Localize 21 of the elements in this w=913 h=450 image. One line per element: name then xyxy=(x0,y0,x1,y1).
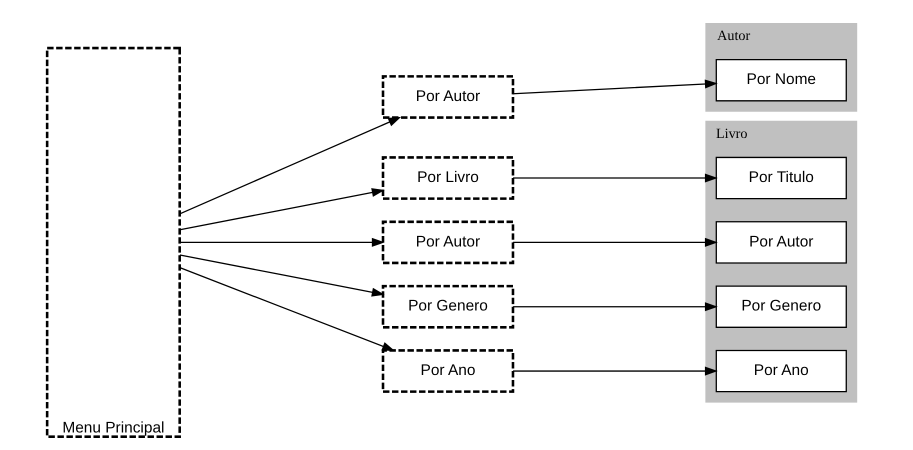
node-box: Por Genero xyxy=(715,285,846,328)
node-box: Por Autor xyxy=(381,220,514,264)
node-box: Por Autor xyxy=(715,221,846,264)
node-box: Por Autor xyxy=(381,75,514,119)
arrow xyxy=(179,116,401,214)
node-box: Por Ano xyxy=(715,350,846,392)
arrow xyxy=(512,238,718,247)
arrow xyxy=(512,302,718,312)
node-box: Por Genero xyxy=(381,284,514,329)
arrow xyxy=(179,267,394,351)
node-box: Menu Principal xyxy=(45,46,180,438)
node-box: Por Titulo xyxy=(715,156,846,200)
node-box: Por Ano xyxy=(381,349,514,393)
arrow xyxy=(512,80,718,94)
arrow xyxy=(512,174,718,183)
arrow xyxy=(179,254,384,297)
arrow xyxy=(512,366,718,376)
arrow xyxy=(179,238,384,247)
node-box: Por Nome xyxy=(715,59,846,102)
node-box: Por Livro xyxy=(381,156,514,200)
arrow xyxy=(179,188,384,230)
